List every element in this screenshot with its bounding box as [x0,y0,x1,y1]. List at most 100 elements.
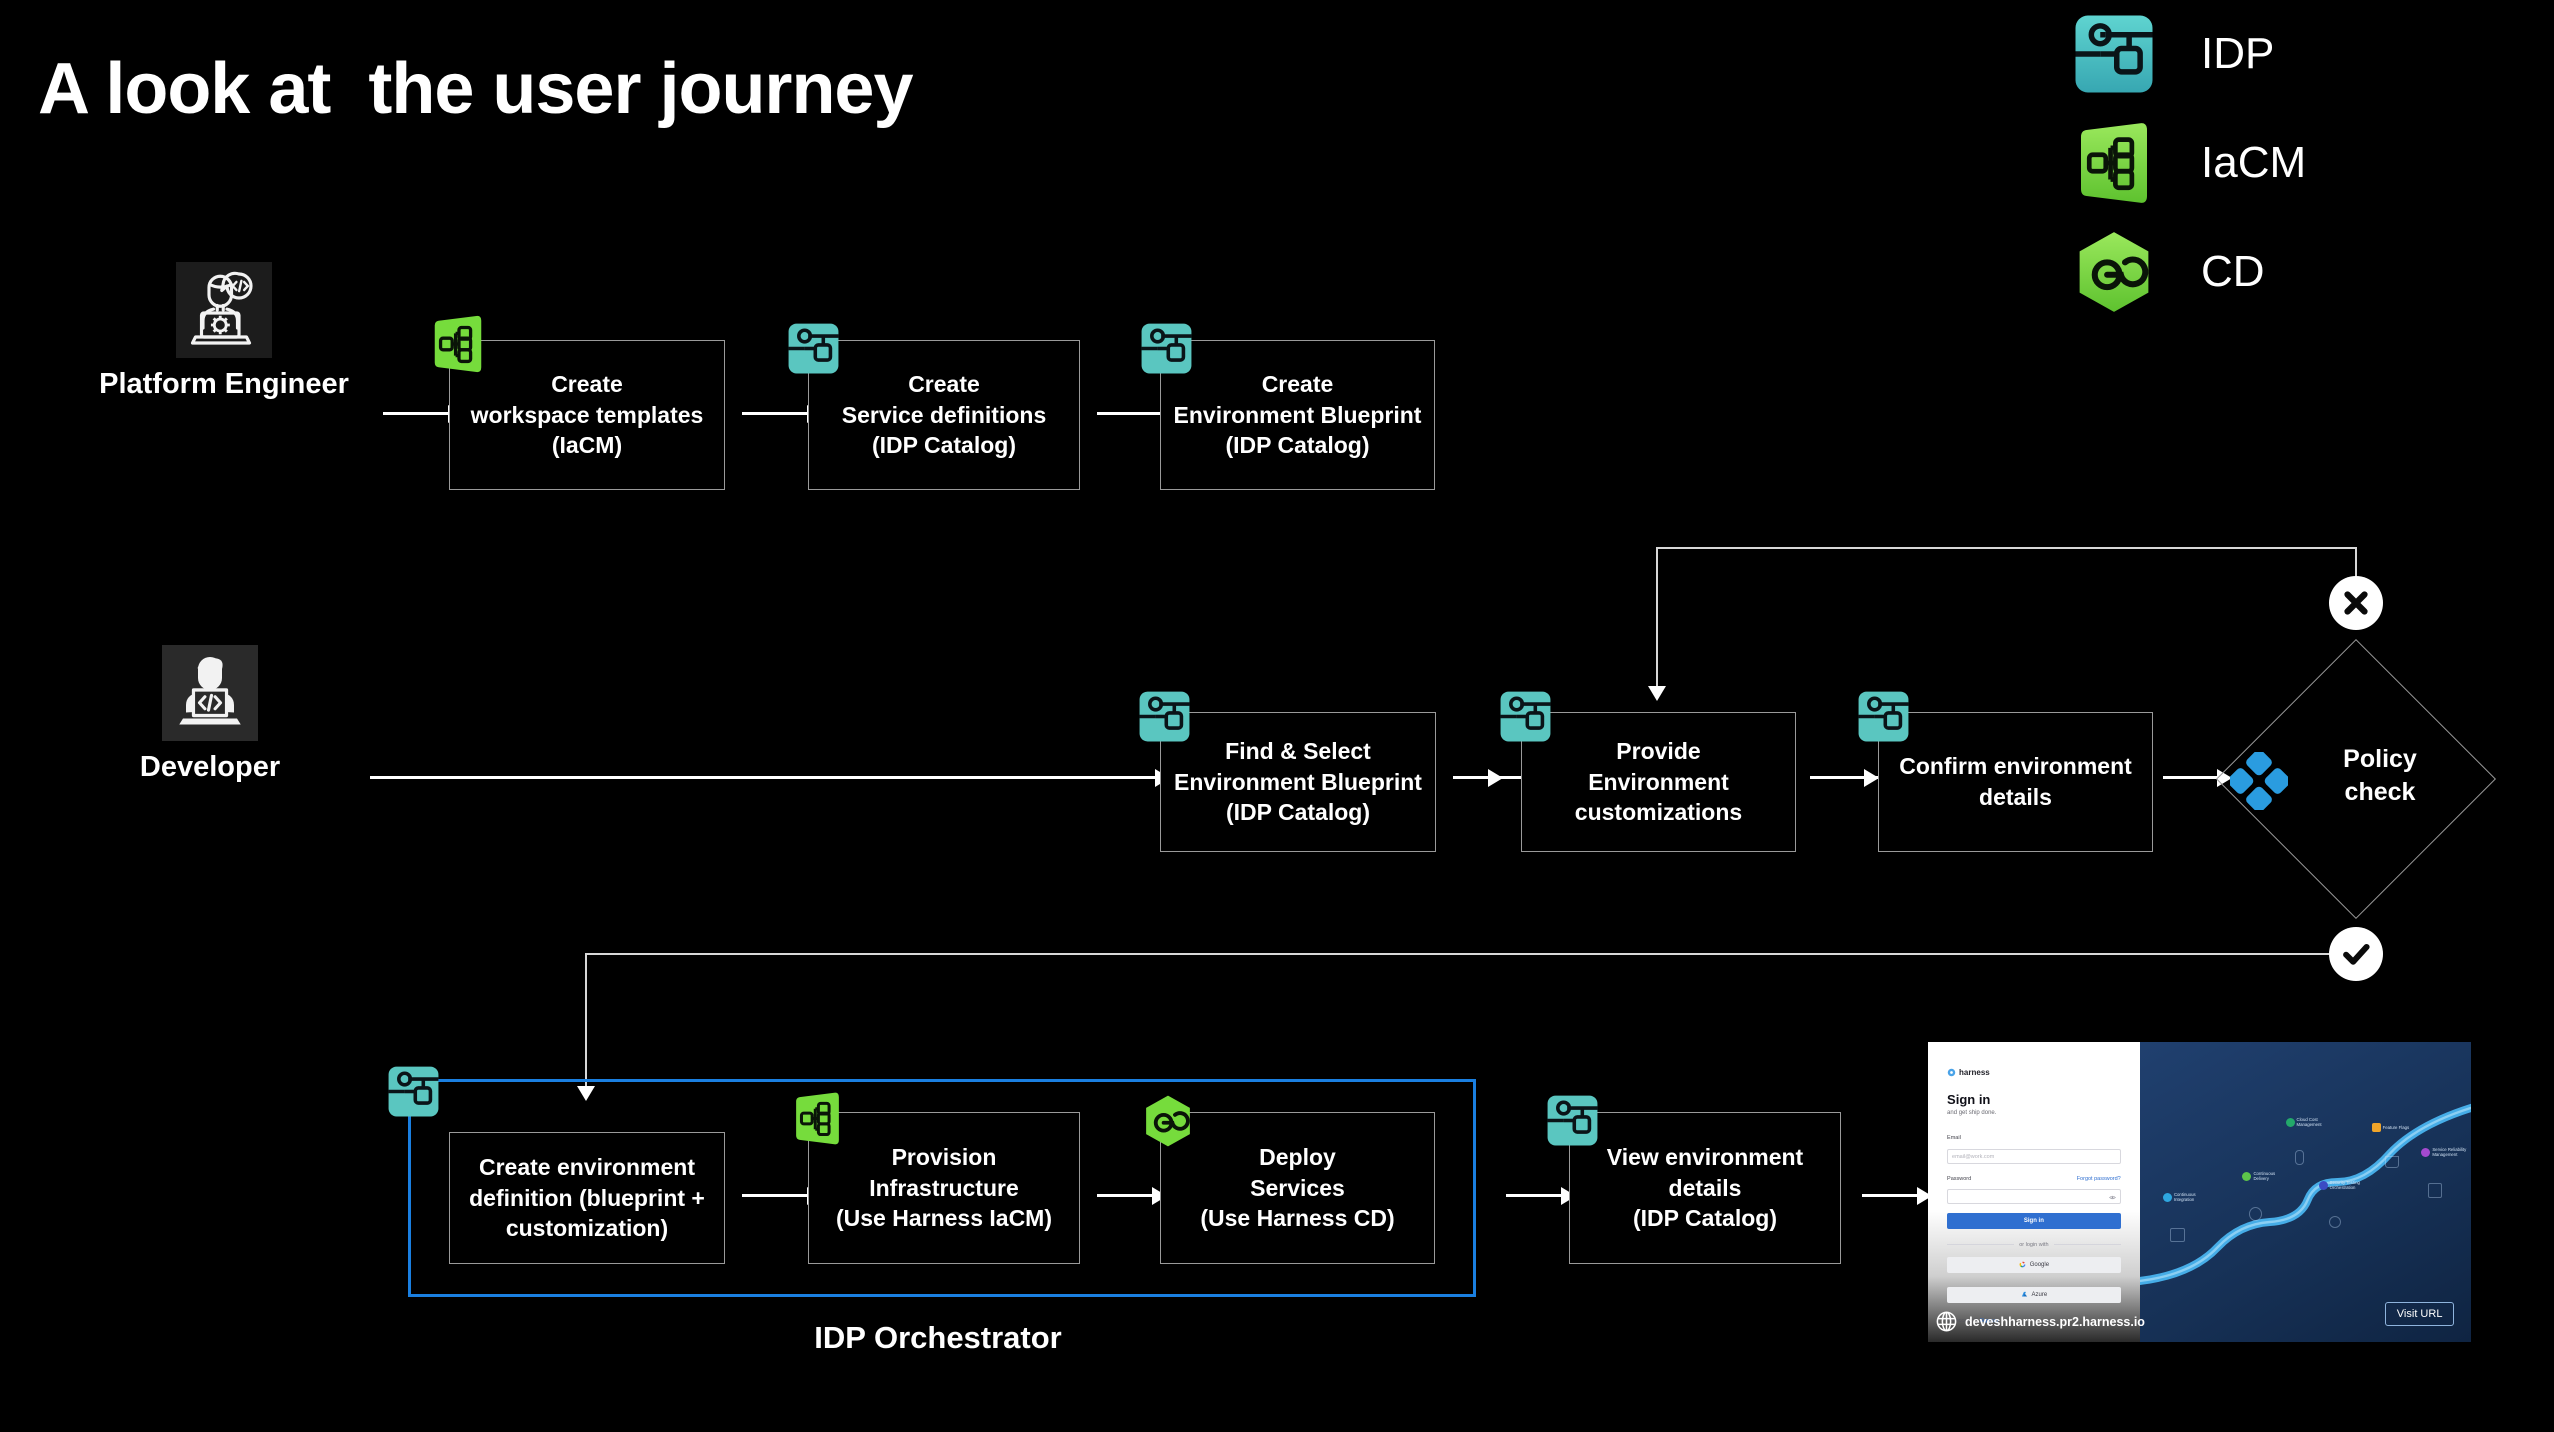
feature-label: Feature Flags [2382,1124,2410,1130]
step-label: Create Service definitions (IDP Catalog) [841,371,1047,459]
step-create-environment-blueprint[interactable]: Create Environment Blueprint (IDP Catalo… [1160,340,1435,490]
legend-item-cd: CD [2070,228,2306,316]
signin-heading: Sign in [1947,1091,1991,1107]
legend-label-iacm: IaCM [2201,138,2307,187]
arrow-orch-step1-to-step2-line [742,1194,810,1197]
legend-label-idp: IDP [2201,29,2275,78]
step-label: Confirm environment details [1899,753,2132,810]
azure-login-label: Azure [2031,1291,2048,1298]
cd-module-icon [1146,1095,1190,1147]
feature-dot-icon [2285,1117,2295,1127]
arrow-dev-step3-to-policy-head [2217,769,2232,787]
journey-road-graphic [2139,1103,2471,1285]
step-view-environment-details[interactable]: View environment details (IDP Catalog) [1569,1112,1841,1264]
arrow-dev-step1-to-step2-line [1453,776,1521,779]
arrow-dev-step2-to-step3-line [1810,776,1878,779]
arrow-view-to-screenshot-line [1862,1194,1930,1197]
policy-check-icon [2230,752,2288,810]
email-label: Email [1947,1135,1961,1141]
legend-item-iacm: IaCM [2070,119,2306,207]
arrow-dev-step2-to-step3-head [1864,769,1879,787]
forgot-password-link[interactable]: Forgot password? [2076,1175,2121,1182]
screenshot-url-text: deveshharness.pr2.harness.io [1965,1314,2145,1329]
arrow-orch-to-view-line [1506,1194,1574,1197]
arrow-dev-to-step1-line [370,776,1160,779]
check-circle-icon [2329,927,2383,981]
visit-url-button[interactable]: Visit URL [2384,1301,2455,1326]
cd-module-icon [2079,232,2149,312]
google-login-label: Google [2029,1261,2050,1268]
idp-module-icon [1139,691,1190,742]
idp-orchestrator-group [408,1079,1476,1297]
policy-pass-path-vertical [585,953,587,1093]
legend-item-idp: IDP [2070,10,2306,98]
azure-icon [2021,1291,2027,1297]
globe-icon [1936,1311,1957,1332]
idp-module-icon [1141,323,1192,374]
harness-signin-screenshot[interactable]: harness Sign in and get ship done. Email… [1928,1042,2471,1342]
box-ghost-icon [2169,1228,2185,1242]
step-provide-environment-customizations[interactable]: Provide Environment customizations [1521,712,1796,852]
feature-security-testing-orchestration: Security Testing Orchestration [2318,1180,2360,1191]
step-confirm-environment-details[interactable]: Confirm environment details [1878,712,2153,852]
no-account-label: No account? [1947,1318,1978,1324]
screenshot-url-bar: deveshharness.pr2.harness.io [1928,1310,2145,1333]
feature-label: Continuous Delivery [2253,1171,2276,1182]
step-create-service-definitions[interactable]: Create Service definitions (IDP Catalog) [808,340,1080,490]
google-login-button[interactable]: Google [1947,1256,2121,1273]
persona-platform-engineer: Platform Engineer [84,262,364,401]
feature-label: Security Testing Orchestration [2329,1180,2360,1191]
step-create-workspace-templates[interactable]: Create workspace templates (IaCM) [449,340,725,490]
idp-module-icon [1547,1095,1598,1146]
signin-submit-button[interactable]: Sign in [1947,1213,2121,1229]
policy-fail-marker-stem [2355,547,2357,595]
email-field[interactable]: email@work.com [1947,1148,2121,1164]
feature-continuous-delivery: Continuous Delivery [2242,1171,2275,1182]
platform-engineer-avatar-icon [176,262,272,358]
divider-rule-right [2053,1244,2121,1245]
google-icon [2019,1261,2026,1268]
feature-dot-icon [2371,1123,2381,1132]
policy-pass-path-horizontal [585,953,2355,955]
step-find-select-environment-blueprint[interactable]: Find & Select Environment Blueprint (IDP… [1160,712,1436,852]
harness-mark-icon [1947,1068,1956,1076]
password-field[interactable] [1947,1189,2121,1204]
no-account-text: No account? Sign up [1947,1318,1998,1324]
idp-module-icon [388,1066,439,1117]
step-label: Provision Infrastructure (Use Harness Ia… [835,1144,1053,1232]
module-legend: IDP IaCM [2070,10,2306,337]
sign-up-link[interactable]: Sign up [1979,1318,1999,1324]
feature-feature-flags: Feature Flags [2371,1123,2410,1132]
step-label: View environment details (IDP Catalog) [1606,1144,1804,1232]
idp-module-icon [1500,691,1551,742]
divider-rule-left [1947,1244,2015,1245]
step-deploy-services[interactable]: Deploy Services (Use Harness CD) [1160,1112,1435,1264]
step-create-environment-definition[interactable]: Create environment definition (blueprint… [449,1132,725,1264]
cube-ghost-icon [2427,1183,2442,1198]
feature-label: Service Reliability Management [2432,1147,2467,1158]
arrow-step2-to-step3-line [1097,412,1165,415]
harness-logo: harness [1947,1068,1990,1077]
flag-ghost-icon [2384,1156,2399,1168]
azure-login-button[interactable]: Azure [1947,1286,2121,1303]
step-label: Create workspace templates (IaCM) [470,371,704,459]
feature-cloud-cost-management: Cloud Cost Management [2285,1117,2322,1128]
page-title: A look at the user journey [38,49,914,129]
iacm-module-icon [434,315,482,373]
email-placeholder: email@work.com [1952,1153,1995,1160]
decision-policy-check-label: Policy check [2343,745,2417,806]
step-label: Deploy Services (Use Harness CD) [1200,1144,1395,1232]
idp-module-icon [788,323,839,374]
persona-developer: Developer [95,645,325,784]
eye-icon[interactable] [2108,1194,2116,1201]
bulb-ghost-icon [2295,1150,2305,1165]
step-provision-infrastructure[interactable]: Provision Infrastructure (Use Harness Ia… [808,1112,1080,1264]
feature-dot-icon [2318,1180,2328,1190]
idp-module-icon [1858,691,1909,742]
arrow-dev-step3-to-policy-line [2163,776,2225,779]
legend-label-cd: CD [2201,247,2265,296]
persona-label-platform-engineer: Platform Engineer [99,368,349,400]
step-label: Create Environment Blueprint (IDP Catalo… [1173,371,1422,459]
arrow-dev-step1-to-step2-head [1488,769,1503,787]
feature-dot-icon [2242,1171,2252,1181]
